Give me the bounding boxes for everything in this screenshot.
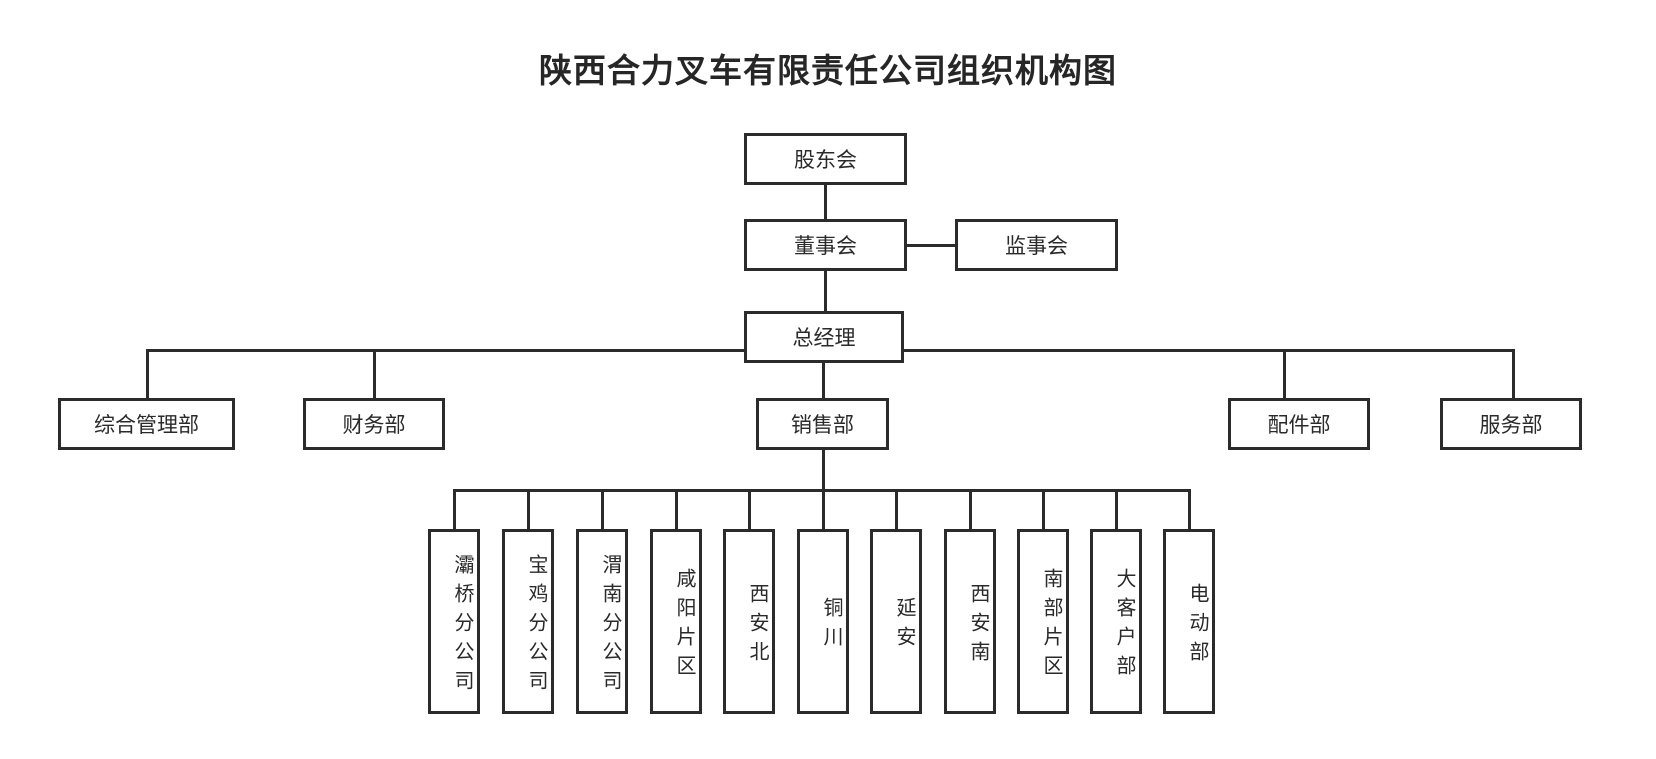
node-sales-unit-yanan[interactable]: 延安 [870,529,922,714]
node-sales-unit-south-area[interactable]: 南部片区 [1017,529,1069,714]
connector-drop-unit-5 [748,489,751,529]
connector-drop-unit-7 [895,489,898,529]
node-sales-unit-xianyang[interactable]: 咸阳片区 [650,529,702,714]
connector-drop-service [1512,349,1515,398]
connector-drop-general-admin [146,349,149,398]
node-sales-unit-baoji[interactable]: 宝鸡分公司 [502,529,554,714]
connector-shareholders-to-board [824,185,827,219]
node-sales-unit-xian-north[interactable]: 西安北 [723,529,775,714]
node-department-finance[interactable]: 财务部 [303,398,445,450]
connector-drop-finance [373,349,376,398]
connector-drop-unit-9 [1042,489,1045,529]
node-sales-unit-electric[interactable]: 电动部 [1163,529,1215,714]
connector-sales-to-unit-bus [822,450,825,490]
connector-drop-unit-1 [453,489,456,529]
node-shareholders[interactable]: 股东会 [744,133,907,185]
node-sales-unit-weinan[interactable]: 渭南分公司 [576,529,628,714]
connector-drop-parts [1283,349,1286,398]
connector-sales-unit-bus [453,489,1188,492]
node-department-general-admin[interactable]: 综合管理部 [58,398,235,450]
node-general-manager[interactable]: 总经理 [744,311,904,363]
connector-drop-unit-3 [601,489,604,529]
connector-drop-unit-8 [969,489,972,529]
node-sales-unit-key-accounts[interactable]: 大客户部 [1090,529,1142,714]
node-department-sales[interactable]: 销售部 [756,398,889,450]
node-supervisory-board[interactable]: 监事会 [955,219,1118,271]
connector-drop-unit-6 [822,489,825,529]
node-sales-unit-xian-south[interactable]: 西安南 [944,529,996,714]
node-board-of-directors[interactable]: 董事会 [744,219,907,271]
node-sales-unit-baqiao[interactable]: 灞桥分公司 [428,529,480,714]
page-title: 陕西合力叉车有限责任公司组织机构图 [539,52,1117,89]
connector-board-to-supervisors [907,244,955,247]
connector-drop-sales [822,363,825,398]
node-department-service[interactable]: 服务部 [1440,398,1582,450]
connector-drop-unit-10 [1115,489,1118,529]
connector-drop-unit-11 [1188,489,1191,529]
node-sales-unit-tongchuan[interactable]: 铜川 [797,529,849,714]
node-department-parts[interactable]: 配件部 [1228,398,1370,450]
connector-drop-unit-4 [675,489,678,529]
connector-board-to-general-manager [824,271,827,311]
connector-drop-unit-2 [527,489,530,529]
